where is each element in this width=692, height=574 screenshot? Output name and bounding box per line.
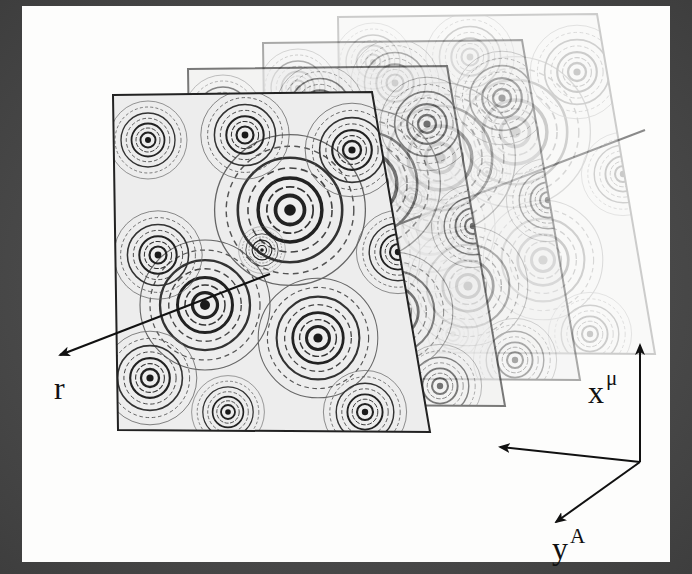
axis-label: r — [54, 372, 65, 404]
axis-index: μ — [606, 368, 617, 389]
axis-index: A — [570, 526, 585, 547]
axis-label: y — [552, 532, 568, 564]
axis-label: x — [588, 376, 604, 408]
